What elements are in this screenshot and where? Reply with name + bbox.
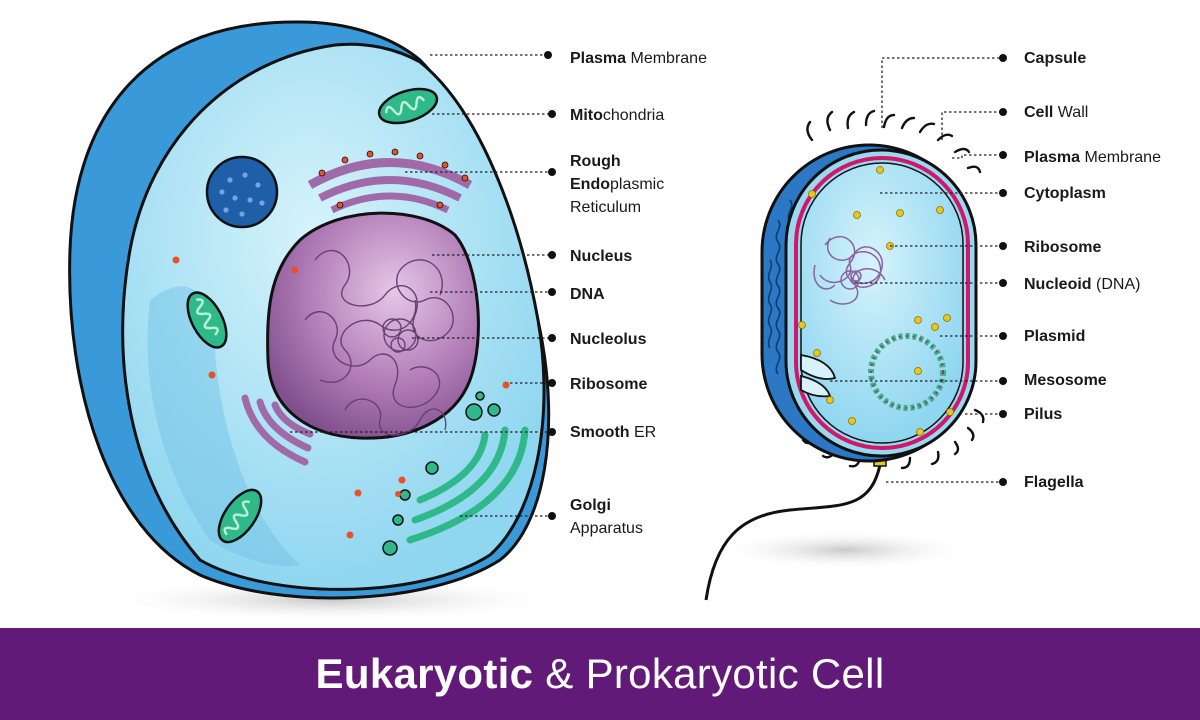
cell-diagram — [68, 20, 1007, 622]
label-smooth-er: Smooth ER — [570, 424, 657, 441]
page-title: Eukaryotic & Prokaryotic Cell — [315, 650, 885, 697]
nucleolus-shape — [382, 318, 419, 353]
label-cell-wall: Cell Wall — [1024, 104, 1089, 121]
mitochondrion-1 — [377, 87, 439, 125]
label-capsule: Capsule — [1024, 50, 1087, 67]
label-dna: DNA — [570, 286, 605, 303]
eukaryote-shadow — [90, 578, 570, 622]
dna-strand — [304, 249, 454, 436]
label-golgi-line2: Apparatus — [570, 520, 643, 537]
label-rough-er-line1: Rough — [570, 153, 621, 170]
prokaryote-leaders — [830, 57, 1003, 483]
mitochondrion-3 — [217, 488, 263, 544]
label-mesosome: Mesosome — [1024, 372, 1107, 389]
eukaryotic-cell — [68, 20, 551, 600]
label-ribosome: Ribosome — [570, 376, 648, 393]
label-prokaryote-plasma-membrane: Plasma Membrane — [1024, 149, 1161, 166]
label-prokaryote-ribosome: Ribosome — [1024, 239, 1102, 256]
mesosome-shape — [800, 353, 837, 398]
golgi-shape — [406, 426, 529, 544]
label-nucleus: Nucleus — [570, 248, 633, 265]
prokaryote-shadow — [715, 530, 975, 570]
rough-er — [307, 158, 473, 214]
label-rough-er-line3: Reticulum — [570, 199, 642, 216]
mitochondrion-2 — [186, 291, 228, 349]
label-mitochondria: Mitochondria — [570, 107, 665, 124]
prokaryote-leader-dots — [999, 54, 1007, 486]
label-nucleolus: Nucleolus — [570, 331, 647, 348]
title-banner: Eukaryotic & Prokaryotic Cell — [0, 628, 1200, 720]
eukaryote-leader-dots — [544, 51, 556, 520]
label-cytoplasm: Cytoplasm — [1024, 185, 1106, 202]
label-plasmid: Plasmid — [1024, 328, 1086, 345]
label-nucleoid: Nucleoid (DNA) — [1024, 276, 1141, 293]
nucleoid-shape — [813, 236, 886, 305]
prokaryote-membrane-shape — [794, 156, 970, 450]
nucleus-shape — [266, 211, 480, 440]
label-rough-er-line2: Endoplasmic — [570, 176, 665, 193]
prokaryotic-cell — [704, 109, 985, 601]
label-pilus: Pilus — [1024, 406, 1063, 423]
free-ribosomes — [172, 256, 510, 539]
prokaryote-cytoplasm-shape — [800, 162, 964, 444]
eukaryote-leaders — [290, 54, 552, 517]
flagellum-shape — [704, 464, 882, 601]
label-flagella: Flagella — [1024, 474, 1084, 491]
cytoplasm-shade — [147, 286, 300, 567]
label-golgi-line1: Golgi — [570, 497, 611, 514]
prokaryote-ribosomes — [798, 166, 954, 436]
label-plasma-membrane: Plasma Membrane — [570, 50, 707, 67]
